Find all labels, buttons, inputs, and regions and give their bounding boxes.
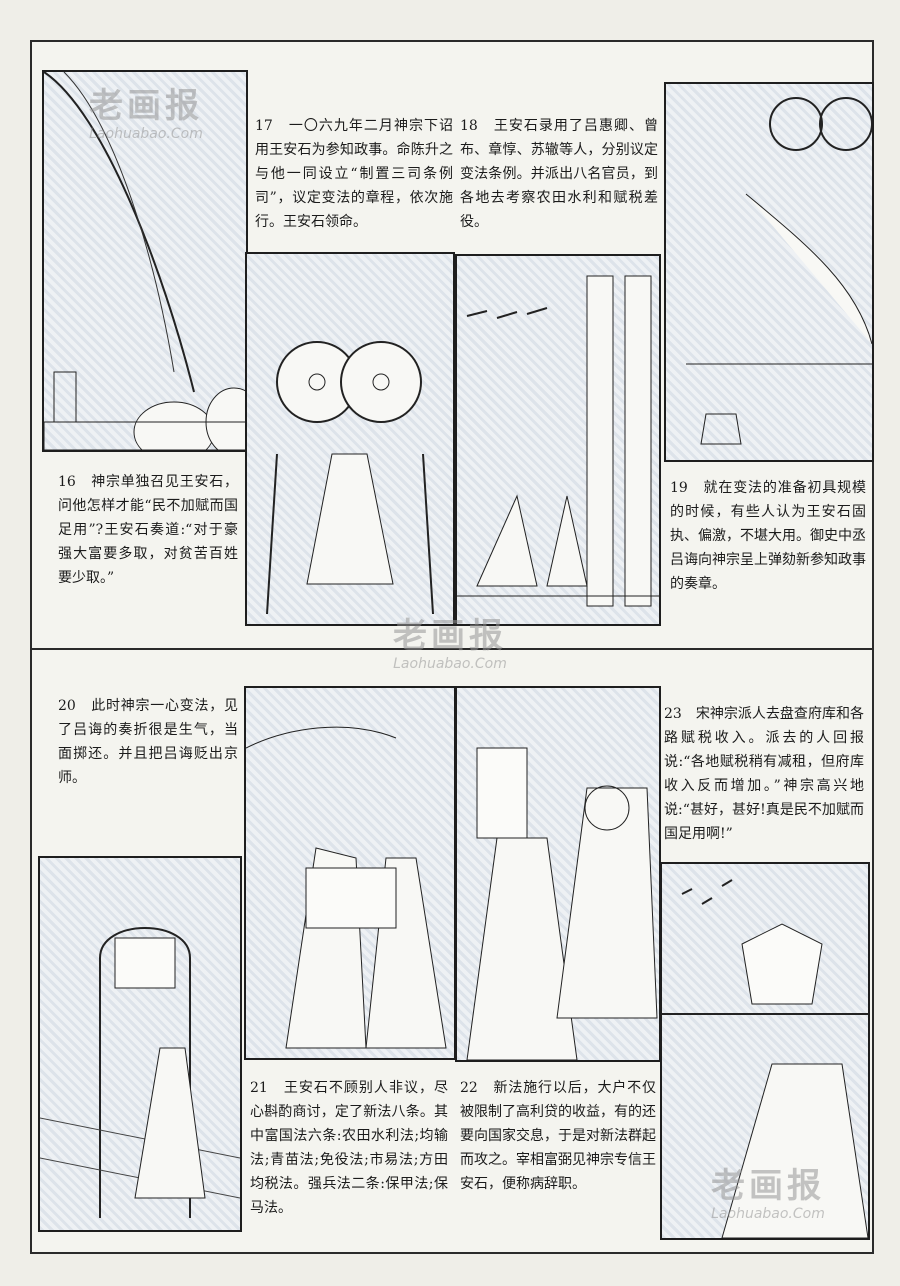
- watermark-center: 老画报 Laohuabao.Com: [350, 616, 550, 672]
- watermark-top: 老画报 Laohuabao.Com: [46, 86, 246, 142]
- watermark-url: Laohuabao.Com: [711, 1206, 825, 1222]
- panel-16-illustration: [42, 70, 248, 452]
- caption-21: 21 王安石不顾别人非议，尽心斟酌商讨，定了新法八条。其中富国法六条:农田水利法…: [250, 1080, 448, 1216]
- panel-21-illustration: [244, 686, 456, 1060]
- emperor-reading-drawing: [686, 97, 872, 445]
- officials-departing-drawing: [457, 275, 659, 607]
- officials-discussing-drawing: [246, 726, 447, 1049]
- caption-23: 23 宋神宗派人去盘查府库和各路赋税收入。派去的人回报说:“各地赋税稍有减租，但…: [664, 706, 864, 842]
- court-audience-drawing: [266, 341, 434, 615]
- panel-18-illustration: [455, 254, 661, 626]
- watermark-logo: 老画报: [393, 616, 507, 656]
- panel-23-illustration: [660, 862, 870, 1240]
- emperor-pavilion-drawing: [662, 879, 868, 1238]
- panel-20-illustration: [38, 856, 242, 1232]
- caption-22: 22 新法施行以后，大户不仅被限制了高利贷的收益，有的还要向国家交息，于是对新法…: [460, 1080, 656, 1192]
- row-divider: [30, 648, 872, 650]
- palace-gate-drawing: [40, 927, 240, 1218]
- watermark-logo: 老画报: [711, 1166, 825, 1206]
- caption-20: 20 此时神宗一心变法，见了吕诲的奏折很是生气，当面掷还。并且把吕诲贬出京师。: [58, 698, 238, 786]
- watermark-bottom: 老画报 Laohuabao.Com: [670, 1166, 866, 1222]
- watermark-url: Laohuabao.Com: [393, 656, 507, 672]
- panel-17-illustration: [245, 252, 455, 626]
- caption-18: 18 王安石录用了吕惠卿、曾布、章惇、苏辙等人，分别议定变法条例。并派出八名官员…: [460, 118, 658, 230]
- watermark-logo: 老画报: [89, 86, 203, 126]
- panel-22-illustration: [455, 686, 661, 1062]
- caption-17: 17 一〇六九年二月神宗下诏用王安石为参知政事。命陈升之与他一同设立“制置三司条…: [255, 118, 453, 230]
- officials-protesting-drawing: [466, 747, 658, 1060]
- emperor-audience-drawing: [44, 72, 246, 450]
- panel-19-illustration: [664, 82, 874, 462]
- caption-19: 19 就在变法的准备初具规模的时候，有些人认为王安石固执、偏激，不堪大用。御史中…: [670, 480, 866, 592]
- caption-16: 16 神宗单独召见王安石，问他怎样才能“民不加赋而国足用”?王安石奏道:“对于豪…: [58, 474, 238, 586]
- watermark-url: Laohuabao.Com: [89, 126, 203, 142]
